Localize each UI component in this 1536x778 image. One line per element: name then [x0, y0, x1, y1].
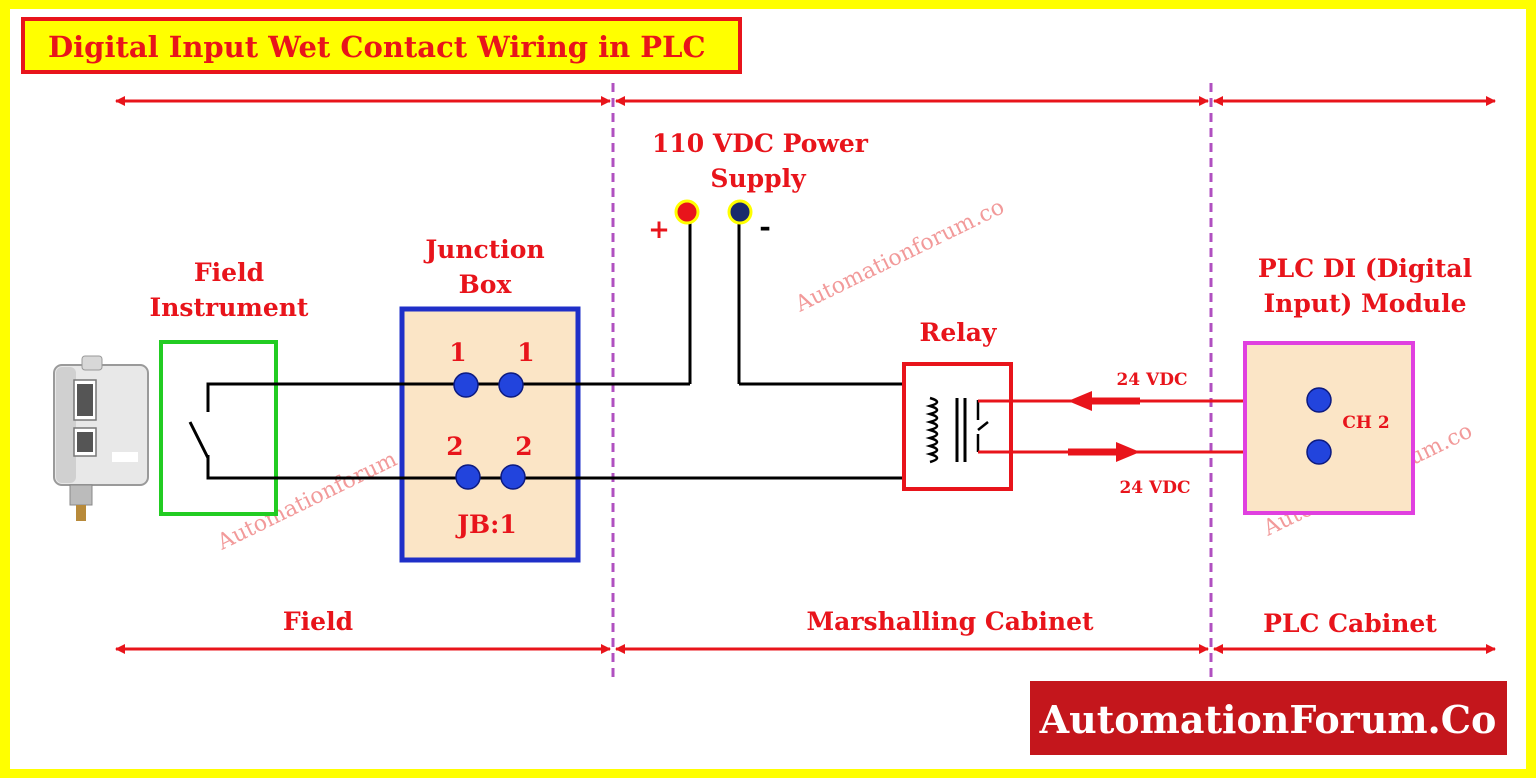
zone-label-plc: PLC Cabinet [1263, 609, 1437, 638]
field-instrument-label-1: Field [194, 258, 264, 287]
brand-logo-text: AutomationForum.Co [1039, 697, 1497, 742]
plc-module-label-2: Input) Module [1263, 289, 1466, 318]
switch-contact-icon [188, 382, 240, 480]
terminal-label: 2 [446, 432, 463, 461]
terminal-label: 2 [515, 432, 532, 461]
zone-label-marshalling: Marshalling Cabinet [806, 607, 1094, 636]
terminal-dot [500, 464, 526, 490]
power-minus-sign: - [759, 210, 771, 243]
power-plus-sign: + [648, 215, 670, 245]
junction-box [399, 306, 581, 563]
field-wiring [240, 222, 932, 480]
plc-module-box [1243, 341, 1415, 515]
plc-module-label-1: PLC DI (Digital [1258, 254, 1472, 283]
power-negative-terminal [727, 199, 753, 225]
relay-contact-icon [976, 400, 989, 452]
field-instrument-box [159, 340, 278, 516]
page-title: Digital Input Wet Contact Wiring in PLC [48, 30, 706, 64]
power-supply-label-2: Supply [710, 164, 807, 193]
zone-label-field: Field [283, 607, 353, 636]
junction-terminals [453, 372, 526, 490]
power-positive-terminal [674, 199, 700, 225]
field-instrument-label-2: Instrument [150, 293, 309, 322]
power-supply-label-1: 110 VDC Power [652, 129, 869, 158]
signal-arrows [1068, 391, 1140, 462]
title-box [21, 17, 742, 74]
terminal-label: 1 [517, 338, 534, 367]
terminal-dot [498, 372, 524, 398]
pressure-switch-icon [53, 355, 149, 521]
plc-channel-label: CH 2 [1342, 413, 1389, 433]
plc-terminal-dot [1306, 439, 1332, 465]
relay-coil-icon [925, 396, 967, 464]
terminal-label: 1 [449, 338, 466, 367]
junction-box-label-2: Box [459, 270, 513, 299]
relay-label: Relay [920, 318, 998, 347]
junction-box-tag: JB:1 [455, 510, 517, 539]
plc-terminal-dot [1306, 387, 1332, 413]
junction-box-label-1: Junction [423, 235, 544, 264]
signal-label-bottom: 24 VDC [1119, 478, 1190, 498]
terminal-dot [453, 372, 479, 398]
signal-label-top: 24 VDC [1116, 370, 1187, 390]
terminal-dot [455, 464, 481, 490]
brand-box [1030, 681, 1507, 755]
